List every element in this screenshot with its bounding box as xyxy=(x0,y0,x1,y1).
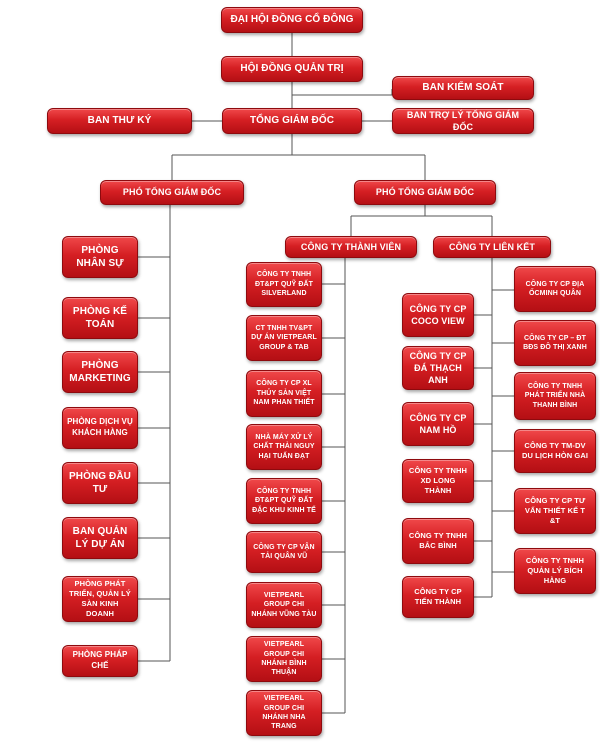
member-company-box: CÔNG TY TNHH ĐT&PT QUỸ ĐẤT ĐẶC KHU KINH … xyxy=(246,478,322,524)
affiliate-company-box: CÔNG TY TNHH PHÁT TRIỂN NHÀ THANH BÌNH xyxy=(514,372,596,420)
member-company-box: VIETPEARL GROUP CHI NHÁNH BÌNH THUẬN xyxy=(246,636,322,682)
affiliate-company-box: CÔNG TY CP ĐÁ THẠCH ANH xyxy=(402,346,474,390)
member-companies-header: CÔNG TY THÀNH VIÊN xyxy=(285,236,417,258)
affiliate-company-box: CÔNG TY TNHH BẮC BÌNH xyxy=(402,518,474,564)
department-box: PHÒNG ĐẦU TƯ xyxy=(62,462,138,504)
shareholders-box: ĐẠI HỘI ĐỒNG CỔ ĐÔNG xyxy=(221,7,363,33)
member-company-box: CÔNG TY CP VẬN TẢI QUÂN VŨ xyxy=(246,531,322,573)
member-company-box: VIETPEARL GROUP CHI NHÁNH VŨNG TÀU xyxy=(246,582,322,628)
affiliate-company-box: CÔNG TY CP ĐỊA ỐCMINH QUÂN xyxy=(514,266,596,312)
affiliate-company-box: CÔNG TY CP – ĐT BĐS ĐÔ THỊ XANH xyxy=(514,320,596,366)
member-company-box: CÔNG TY TNHH ĐT&PT QUỸ ĐẤT SILVERLAND xyxy=(246,262,322,307)
affiliate-company-box: CÔNG TY CP TƯ VẤN THIẾT KẾ T &T xyxy=(514,488,596,534)
affiliate-company-box: CÔNG TY CP TIẾN THÀNH xyxy=(402,576,474,618)
department-box: PHÒNG PHÁP CHẾ xyxy=(62,645,138,677)
department-box: PHÒNG PHÁT TRIỂN, QUẢN LÝ SÀN KINH DOANH xyxy=(62,576,138,622)
ceo-assistant-box: BAN TRỢ LÝ TỔNG GIÁM ĐỐC xyxy=(392,108,534,134)
affiliate-company-box: CÔNG TY CP NAM HỒ xyxy=(402,402,474,446)
affiliate-company-box: CÔNG TY TNHH XD LONG THÀNH xyxy=(402,459,474,503)
member-company-box: VIETPEARL GROUP CHI NHÁNH NHA TRANG xyxy=(246,690,322,736)
affiliate-company-box: CÔNG TY TNHH QUẢN LÝ BÍCH HẰNG xyxy=(514,548,596,594)
member-company-box: CT TNHH TV&PT DỰ ÁN VIETPEARL GROUP & TA… xyxy=(246,315,322,361)
deputy-right-box: PHÓ TỔNG GIÁM ĐỐC xyxy=(354,180,496,205)
affiliate-companies-header: CÔNG TY LIÊN KẾT xyxy=(433,236,551,258)
affiliate-company-box: CÔNG TY CP COCO VIEW xyxy=(402,293,474,337)
department-box: PHÒNG KẾ TOÁN xyxy=(62,297,138,339)
department-box: PHÒNG DỊCH VỤ KHÁCH HÀNG xyxy=(62,407,138,449)
deputy-left-box: PHÓ TỔNG GIÁM ĐỐC xyxy=(100,180,244,205)
member-company-box: NHÀ MÁY XỬ LÝ CHẤT THẢI NGUY HẠI TUẤN ĐẠ… xyxy=(246,424,322,470)
member-company-box: CÔNG TY CP XL THỦY SẢN VIỆT NAM PHAN THI… xyxy=(246,370,322,417)
ceo-box: TỔNG GIÁM ĐỐC xyxy=(222,108,362,134)
department-box: PHÒNG MARKETING xyxy=(62,351,138,393)
department-box: BAN QUẢN LÝ DỰ ÁN xyxy=(62,517,138,559)
board-box: HỘI ĐỒNG QUẢN TRỊ xyxy=(221,56,363,82)
secretary-box: BAN THƯ KÝ xyxy=(47,108,192,134)
supervisory-box: BAN KIỂM SOÁT xyxy=(392,76,534,100)
affiliate-company-box: CÔNG TY TM-DV DU LỊCH HÒN GAI xyxy=(514,429,596,473)
department-box: PHÒNG NHÂN SỰ xyxy=(62,236,138,278)
